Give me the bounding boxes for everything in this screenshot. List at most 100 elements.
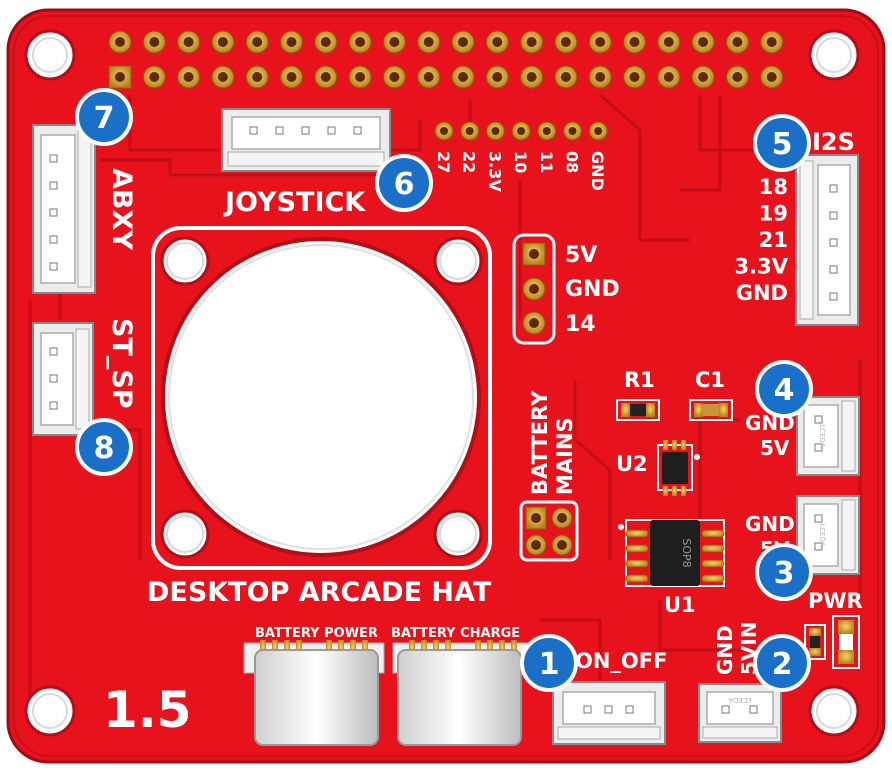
gpio-pin <box>691 30 715 54</box>
gpio-mini-pad <box>563 121 582 141</box>
gpio-pin <box>451 30 475 54</box>
sop8-label: SOP8 <box>680 538 693 567</box>
conn-c-gnd-label: GND <box>713 625 737 675</box>
connector-c <box>698 683 782 743</box>
battery-mains-jumper <box>519 500 579 562</box>
on-off-connector <box>552 681 666 745</box>
connector-a <box>796 396 860 476</box>
gpio-pin <box>691 65 715 89</box>
gpio-pin <box>245 65 269 89</box>
gpio-pin <box>108 30 132 54</box>
gpio-pin <box>725 65 749 89</box>
gpio-pin <box>520 30 544 54</box>
joystick-module-outline <box>151 226 492 570</box>
joystick-label: JOYSTICK <box>223 187 366 218</box>
gpio-pin <box>485 30 509 54</box>
i2s-pin-label: 19 <box>759 202 788 226</box>
gpio-pin <box>554 30 578 54</box>
i2s-pin-label: GND <box>736 281 788 305</box>
r1-resistor <box>616 399 660 421</box>
gpio-pin <box>725 30 749 54</box>
i2s-label: I2S <box>812 128 855 156</box>
battery-label: BATTERY <box>528 390 552 495</box>
gpio-pin <box>623 65 646 89</box>
gpio-pin <box>554 65 578 89</box>
u2-label: U2 <box>616 452 648 476</box>
gpio-mini-label: 3.3V <box>485 151 504 192</box>
badge-4: 4 <box>755 360 813 418</box>
badge-3: 3 <box>755 543 813 601</box>
gpio-pin <box>211 30 235 54</box>
gpio-mini-label: 11 <box>537 151 556 173</box>
abxy-label: ABXY <box>106 168 137 250</box>
gpio-mini-pad <box>485 121 505 141</box>
c1-capacitor <box>689 399 733 421</box>
u2-chip <box>657 440 700 496</box>
gpio-pin <box>108 65 132 89</box>
i2s-pin-label: 18 <box>759 175 788 199</box>
badge-7-number: 7 <box>94 101 115 136</box>
gpio-pin <box>657 30 681 54</box>
gpio-mini-pad <box>434 121 454 141</box>
gpio-pin <box>142 30 166 54</box>
badge-2-number: 2 <box>772 647 793 682</box>
gpio-pin <box>142 65 166 89</box>
u1-chip <box>618 519 725 587</box>
gpio-pin <box>314 30 338 54</box>
gpio-pin <box>177 65 201 89</box>
badge-6: 6 <box>375 154 433 212</box>
i2s-pin-label: 3.3V <box>735 255 789 279</box>
st-sp-label: ST_SP <box>106 318 137 409</box>
badge-1-number: 1 <box>539 647 560 682</box>
badge-5-number: 5 <box>772 127 793 162</box>
mains-label: MAINS <box>553 417 577 495</box>
gpio-pin <box>588 65 612 89</box>
gpio-pin <box>520 65 544 89</box>
gpio-pin <box>382 65 406 89</box>
power-header <box>512 233 556 345</box>
version-label: 1.5 <box>103 681 192 739</box>
r1-label: R1 <box>624 368 655 392</box>
gpio-header <box>108 30 784 89</box>
battery-charge-label: BATTERY CHARGE <box>391 626 520 641</box>
gpio-mini-label: 08 <box>563 151 582 173</box>
pwr-label: PWR <box>808 589 863 613</box>
joystick-connector <box>221 108 391 172</box>
gpio-pin <box>211 65 235 89</box>
gpio-pin <box>657 65 681 89</box>
badge-8-number: 8 <box>94 431 115 466</box>
badge-4-number: 4 <box>774 373 795 408</box>
gpio-mini-pad <box>537 121 557 141</box>
badge-7: 7 <box>75 88 133 146</box>
badge-2: 2 <box>753 634 811 692</box>
conn-a-lceda: LCEDA <box>818 424 826 447</box>
u1-label: U1 <box>664 593 696 617</box>
battery-power-label: BATTERY POWER <box>255 626 378 641</box>
board-title: DESKTOP ARCADE HAT <box>147 577 492 608</box>
usb-c-battery-charge <box>392 640 534 746</box>
gpio-pin <box>760 65 784 89</box>
gpio-pin <box>382 30 406 54</box>
gpio-mini-pad <box>588 121 608 141</box>
mounting-holes <box>24 29 860 737</box>
badge-3-number: 3 <box>774 556 795 591</box>
gpio-pin <box>485 65 509 89</box>
gpio-pin <box>451 65 475 89</box>
gpio-mini-label: GND <box>588 151 607 191</box>
gpio-pin <box>417 65 441 89</box>
gpio-pin <box>280 30 303 54</box>
gpio-mini-pad <box>511 121 531 141</box>
gpio-pin <box>177 30 201 54</box>
connector-b <box>796 495 860 575</box>
pwr-led <box>804 615 860 669</box>
power-header-pin-gnd: GND <box>565 277 620 302</box>
conn-a-5v-label: 5V <box>760 436 790 460</box>
gpio-mini-label: 10 <box>511 151 530 173</box>
gpio-mini-label: 22 <box>460 151 479 173</box>
st-sp-connector <box>32 322 94 436</box>
badge-8: 8 <box>75 418 133 476</box>
